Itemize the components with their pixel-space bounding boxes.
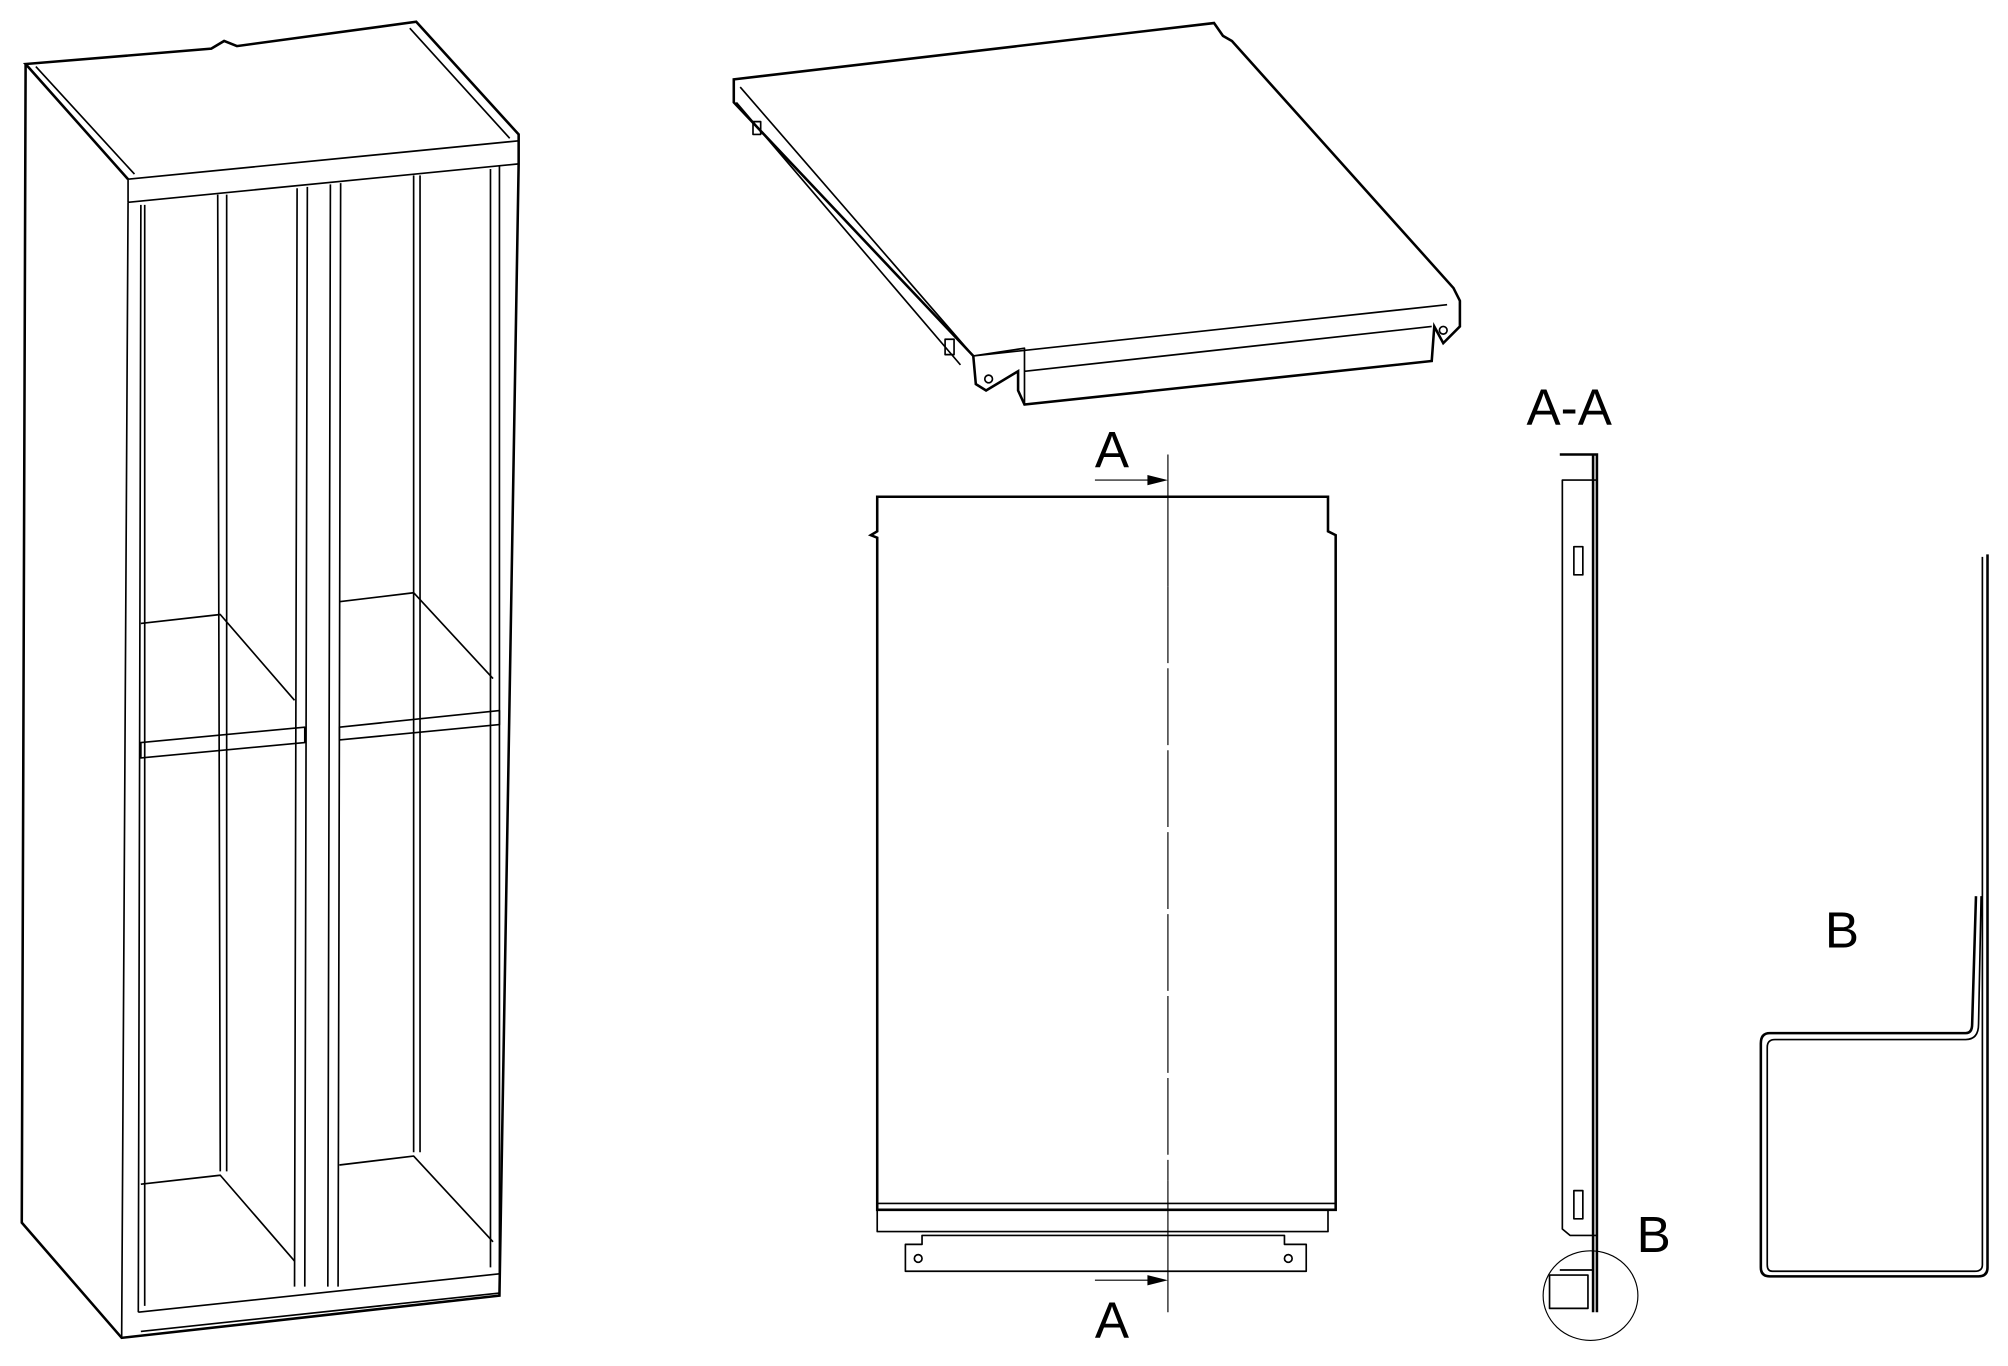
detail-b-circle xyxy=(1542,1250,1639,1341)
shelf-isometric-view xyxy=(732,21,1462,406)
section-arrows xyxy=(1094,474,1168,1286)
mounting-slot xyxy=(1573,1189,1584,1220)
front-view: A A xyxy=(867,421,1337,1349)
section-marker-top: A xyxy=(1095,421,1130,478)
detail-marker: B xyxy=(1637,1206,1671,1263)
detail-title: B xyxy=(1825,901,1859,958)
section-marker-bottom: A xyxy=(1095,1292,1130,1349)
mounting-hole xyxy=(1438,325,1448,335)
mounting-slot xyxy=(752,120,762,136)
mounting-hole xyxy=(913,1253,923,1264)
mounting-slot xyxy=(1573,545,1584,576)
mounting-hole xyxy=(1283,1253,1293,1264)
section-title: A-A xyxy=(1526,379,1612,436)
cabinet-isometric-view xyxy=(20,20,520,1340)
section-a-a-view: A-A B xyxy=(1526,379,1671,1341)
mounting-slot xyxy=(944,338,955,356)
detail-b-view: B xyxy=(1759,554,1989,1278)
mounting-hole xyxy=(983,374,994,384)
